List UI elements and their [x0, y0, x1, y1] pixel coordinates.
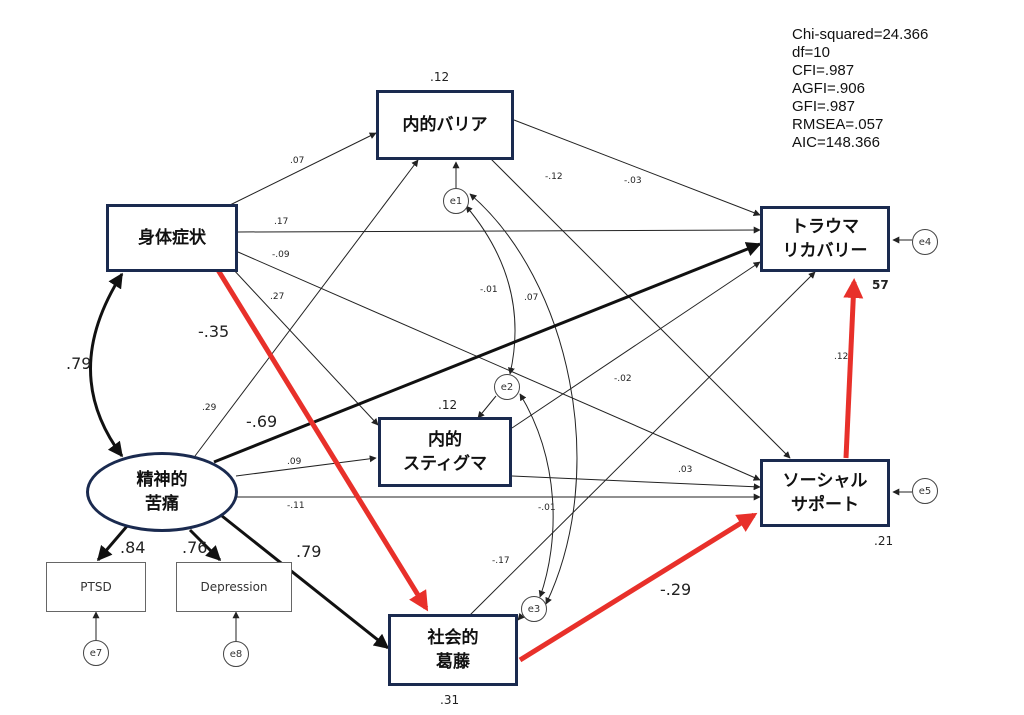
path-stigma-trauma — [511, 261, 761, 429]
r2-social-support: .21 — [874, 534, 894, 548]
coef-barrier-trauma: -.03 — [624, 176, 642, 186]
coef-shintai-trauma: .17 — [274, 217, 289, 227]
coef-shakai-trauma: -.17 — [492, 556, 510, 566]
error-e4: e4 — [912, 229, 938, 255]
path-e2-stigma — [477, 395, 497, 419]
path-seishin-shakai — [221, 514, 390, 650]
coef-seishin-support: -.11 — [287, 501, 305, 511]
path-shintai-shakai — [215, 268, 429, 612]
node-trauma-recovery: トラウマ リカバリー — [760, 206, 890, 272]
cov-e1-e3 — [469, 193, 578, 605]
error-e2: e2 — [494, 374, 520, 400]
coef-shintai-stigma: .27 — [270, 292, 285, 302]
node-ptsd: PTSD — [46, 562, 146, 612]
path-shintai-trauma — [237, 226, 761, 234]
path-shakai-support — [518, 512, 758, 663]
coef-support-trauma: .12 — [834, 352, 849, 362]
path-stigma-support — [511, 475, 761, 491]
error-e1: e1 — [443, 188, 469, 214]
node-depression: Depression — [176, 562, 292, 612]
error-e3: e3 — [521, 596, 547, 622]
error-e5: e5 — [912, 478, 938, 504]
coef-barrier-support: -.12 — [545, 172, 563, 182]
path-seishin-barrier — [194, 159, 419, 457]
error-e7: e7 — [83, 640, 109, 666]
fit-gfi: GFI=.987 — [792, 98, 855, 115]
r2-naiteki-barrier: .12 — [430, 70, 450, 84]
coef-seishin-stigma: .09 — [287, 457, 302, 467]
fit-aic: AIC=148.366 — [792, 134, 880, 151]
coef-seishin-depression: .76 — [182, 538, 208, 557]
coef-shintai-seishin: .79 — [66, 354, 92, 373]
error-e8: e8 — [223, 641, 249, 667]
path-shakai-trauma — [469, 271, 816, 616]
path-seishin-trauma — [213, 242, 762, 464]
coef-seishin-shakai: .79 — [296, 542, 322, 561]
r2-trauma: 57 — [872, 278, 889, 292]
path-barrier-trauma — [513, 119, 761, 216]
fit-cfi: CFI=.987 — [792, 62, 855, 79]
fit-agfi: AGFI=.906 — [792, 80, 865, 97]
coef-seishin-trauma: -.69 — [246, 412, 278, 431]
fit-df: df=10 — [792, 44, 830, 61]
coef-e1-e3: .07 — [524, 293, 539, 303]
node-shakai-katto: 社会的 葛藤 — [388, 614, 518, 686]
cov-shintai-seishin — [89, 272, 124, 458]
coef-e1-e2: -.01 — [480, 285, 498, 295]
path-seishin-depression — [188, 528, 222, 562]
coef-shintai-shakai: -.35 — [198, 322, 230, 341]
fit-rmsea: RMSEA=.057 — [792, 116, 884, 133]
coef-stigma-support: .03 — [678, 465, 693, 475]
node-shintai: 身体症状 — [106, 204, 238, 272]
coef-shintai-barrier: .07 — [290, 156, 305, 166]
fit-chi-squared: Chi-squared=24.366 — [792, 26, 929, 43]
r2-shakai: .31 — [440, 693, 460, 707]
node-social-support: ソーシャル サポート — [760, 459, 890, 527]
path-shintai-barrier — [229, 132, 377, 206]
fit-indices: Chi-squared=24.366 df=10 CFI=.987 AGFI=.… — [792, 26, 928, 152]
coef-seishin-ptsd: .84 — [120, 538, 146, 557]
path-support-trauma — [843, 278, 864, 459]
cov-e2-e3 — [519, 393, 554, 598]
path-seishin-stigma — [235, 455, 377, 477]
path-shintai-stigma — [231, 267, 379, 426]
path-seishin-ptsd — [96, 524, 130, 562]
coef-shakai-support: -.29 — [660, 580, 692, 599]
r2-naiteki-stigma: .12 — [438, 398, 458, 412]
node-seishin-kutsu: 精神的 苦痛 — [86, 452, 238, 532]
coef-stigma-trauma: -.02 — [614, 374, 632, 384]
node-naiteki-stigma: 内的 スティグマ — [378, 417, 512, 487]
coef-shintai-support: -.09 — [272, 250, 290, 260]
coef-seishin-barrier: .29 — [202, 403, 217, 413]
node-naiteki-barrier: 内的バリア — [376, 90, 514, 160]
coef-e2-e3: -.01 — [538, 503, 556, 513]
